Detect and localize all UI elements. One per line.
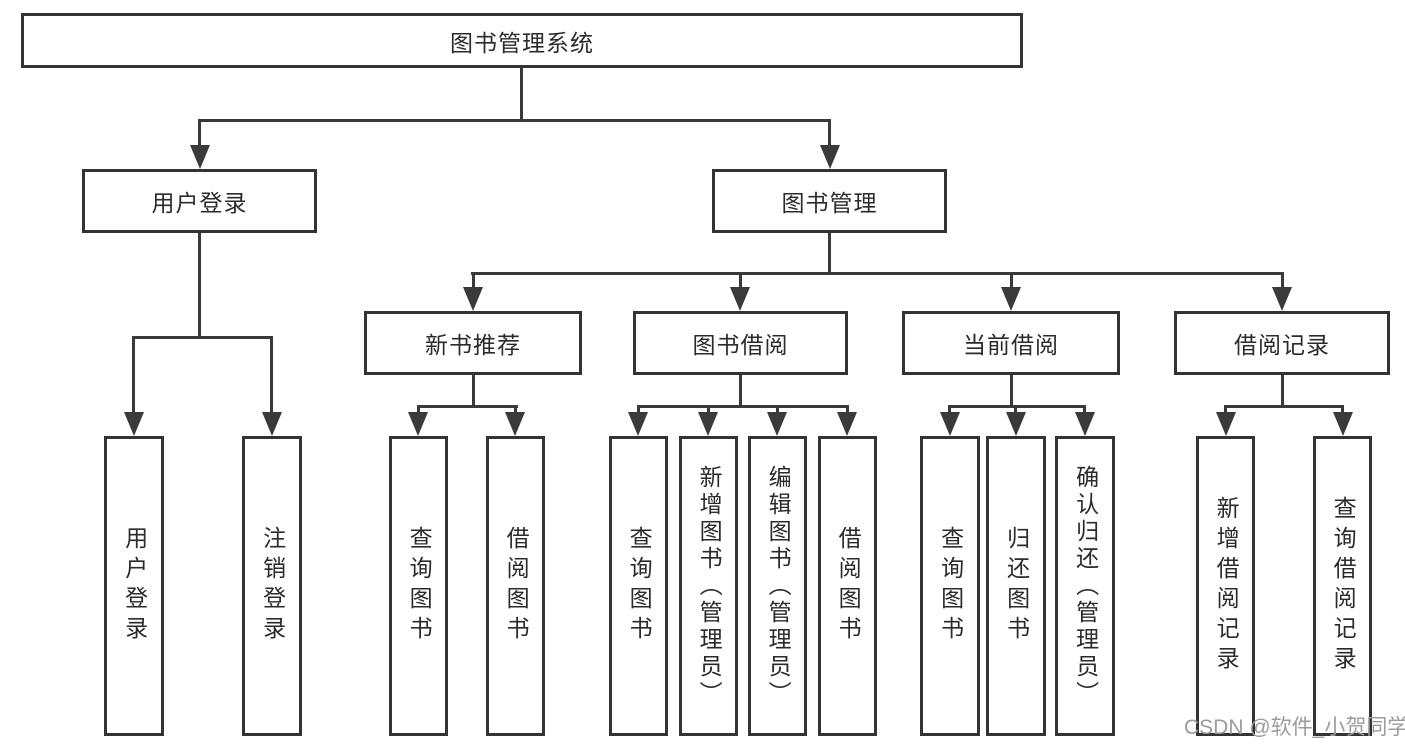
arrow-down-icon (1075, 412, 1095, 436)
leaf-query-book-recommend: 查询图书 (389, 436, 448, 736)
connector-drop (637, 405, 640, 417)
leaf-logout: 注销登录 (242, 436, 302, 736)
connector-drop-user-login (198, 119, 201, 149)
leaf-query-borrow-record: 查询借阅记录 (1313, 436, 1372, 736)
leaf-add-borrow-record-label: 新增借阅记录 (1213, 496, 1240, 676)
leaf-add-borrow-record: 新增借阅记录 (1196, 436, 1255, 736)
connector-new-book-rail (417, 405, 518, 408)
arrow-down-icon (837, 412, 857, 436)
connector-drop (1224, 405, 1227, 417)
leaf-borrow-book-borrowing-label: 借阅图书 (835, 526, 862, 646)
arrow-down-icon (940, 412, 960, 436)
node-root-system: 图书管理系统 (21, 13, 1023, 68)
leaf-query-book-current: 查询图书 (920, 436, 980, 736)
connector-drop-new-book (472, 272, 475, 290)
connector-drop (707, 405, 710, 417)
arrow-down-icon (1333, 412, 1353, 436)
node-current-borrowing-label: 当前借阅 (963, 332, 1059, 358)
connector-drop (1083, 405, 1086, 417)
connector-drop (1014, 405, 1017, 417)
leaf-query-borrow-record-label: 查询借阅记录 (1330, 496, 1357, 676)
leaf-return-book-label: 归还图书 (1003, 526, 1030, 646)
node-current-borrowing: 当前借阅 (902, 311, 1120, 375)
leaf-add-book-admin: 新增图书（管理员） (679, 436, 738, 736)
node-borrowing-records: 借阅记录 (1174, 311, 1390, 375)
connector-drop-current-borrowing (1010, 272, 1013, 290)
node-user-login: 用户登录 (82, 169, 317, 233)
connector-book-borrowing-stem (739, 375, 742, 408)
leaf-return-book: 归还图书 (986, 436, 1046, 736)
leaf-query-book-borrowing-label: 查询图书 (626, 526, 653, 646)
leaf-confirm-return-admin-label: 确认归还（管理员） (1072, 464, 1099, 708)
leaf-query-book-current-label: 查询图书 (937, 526, 964, 646)
arrow-down-icon (408, 412, 428, 436)
node-root-system-label: 图书管理系统 (450, 29, 594, 56)
arrow-down-icon (463, 287, 483, 311)
connector-drop (1341, 405, 1344, 417)
connector-drop (514, 405, 517, 417)
leaf-edit-book-admin-label: 编辑图书（管理员） (765, 464, 792, 708)
arrow-down-icon (820, 145, 840, 169)
node-book-borrowing: 图书借阅 (633, 311, 848, 375)
arrow-down-icon (1216, 412, 1236, 436)
leaf-user-login: 用户登录 (104, 436, 164, 736)
connector-root-rail (198, 119, 831, 122)
connector-borrowing-records-stem (1281, 375, 1284, 408)
leaf-borrow-book-borrowing: 借阅图书 (818, 436, 877, 736)
connector-borrowing-records-rail (1224, 405, 1344, 408)
csdn-watermark: CSDN @软件_小贺同学 (1184, 716, 1405, 739)
arrow-down-icon (262, 412, 282, 436)
node-book-management-label: 图书管理 (781, 190, 878, 216)
connector-drop-book-borrowing (739, 272, 742, 290)
node-book-borrowing-label: 图书借阅 (692, 332, 789, 358)
connector-root-stem (520, 66, 523, 122)
leaf-confirm-return-admin: 确认归还（管理员） (1055, 436, 1115, 736)
connector-current-borrowing-rail (948, 405, 1086, 408)
arrow-down-icon (767, 412, 787, 436)
connector-drop (417, 405, 420, 417)
arrow-down-icon (1001, 287, 1021, 311)
connector-drop (846, 405, 849, 417)
arrow-down-icon (1272, 287, 1292, 311)
connector-drop (776, 405, 779, 417)
connector-drop-leaf-logout (270, 336, 273, 416)
leaf-query-book-recommend-label: 查询图书 (406, 526, 433, 646)
arrow-down-icon (190, 145, 210, 169)
arrow-down-icon (628, 412, 648, 436)
connector-drop-book-management (828, 119, 831, 149)
connector-book-management-stem (828, 233, 831, 275)
arrow-down-icon (1006, 412, 1026, 436)
arrow-down-icon (505, 412, 525, 436)
node-new-book-recommendation-label: 新书推荐 (425, 332, 521, 358)
node-user-login-label: 用户登录 (151, 190, 248, 216)
connector-book-borrowing-rail (637, 405, 848, 408)
node-borrowing-records-label: 借阅记录 (1234, 332, 1330, 358)
connector-user-login-rail (132, 336, 273, 339)
leaf-borrow-book-recommend: 借阅图书 (486, 436, 545, 736)
arrow-down-icon (730, 287, 750, 311)
connector-book-management-rail (471, 272, 1284, 275)
connector-new-book-stem (472, 375, 475, 408)
arrow-down-icon (698, 412, 718, 436)
leaf-logout-label: 注销登录 (259, 526, 286, 646)
connector-current-borrowing-stem (1010, 375, 1013, 408)
connector-user-login-stem (198, 233, 201, 339)
leaf-query-book-borrowing: 查询图书 (609, 436, 668, 736)
node-new-book-recommendation: 新书推荐 (364, 311, 582, 375)
leaf-add-book-admin-label: 新增图书（管理员） (696, 464, 723, 708)
leaf-borrow-book-recommend-label: 借阅图书 (503, 526, 530, 646)
connector-drop (948, 405, 951, 417)
arrow-down-icon (124, 412, 144, 436)
connector-drop-borrowing-records (1281, 272, 1284, 290)
leaf-edit-book-admin: 编辑图书（管理员） (748, 436, 807, 736)
leaf-user-login-label: 用户登录 (121, 526, 148, 646)
connector-drop-leaf-user-login (132, 336, 135, 416)
node-book-management: 图书管理 (712, 169, 947, 233)
